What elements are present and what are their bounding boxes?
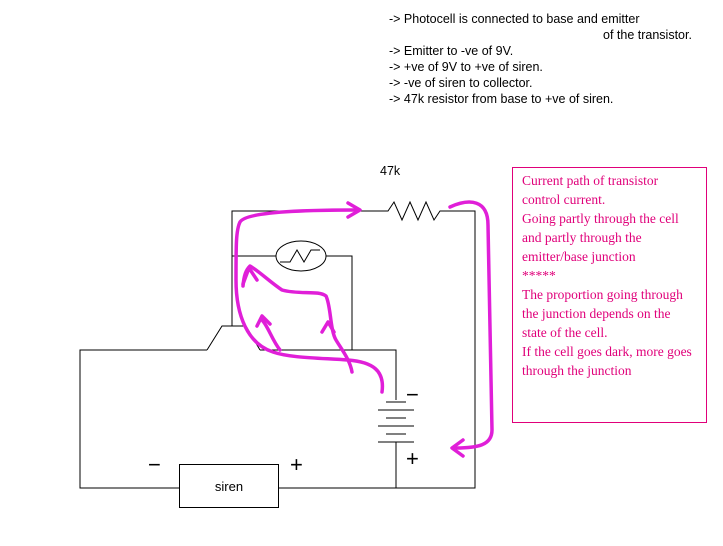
note-line: -> 47k resistor from base to +ve of sire… [389, 92, 614, 106]
battery-plus-symbol: + [406, 446, 419, 471]
current-path-arrow-top [346, 201, 362, 219]
siren-plus-symbol: + [290, 452, 303, 477]
siren-minus-symbol: − [148, 452, 161, 477]
current-path-inner [260, 318, 282, 352]
note-line: -> +ve of 9V to +ve of siren. [389, 60, 543, 74]
resistor-label: 47k [380, 164, 401, 178]
photocell [275, 240, 327, 272]
note-line: of the transistor. [603, 28, 692, 42]
wire-emitter-to-battery [260, 349, 397, 400]
info-line: Current path of transistor control curre… [522, 173, 659, 207]
current-path-arrow-head-left [241, 266, 259, 286]
info-line: The proportion going through the junctio… [522, 287, 683, 340]
wire-resistor-to-siren-plus [396, 210, 476, 489]
siren-box: siren [179, 464, 279, 508]
info-line: ***** [522, 268, 556, 283]
battery-minus-symbol: − [406, 382, 419, 407]
photocell-zigzag [280, 249, 320, 263]
info-box: Current path of transistor control curre… [512, 167, 707, 423]
note-line: -> Emitter to -ve of 9V. [389, 44, 514, 58]
instruction-notes: -> Photocell is connected to base and em… [389, 11, 719, 107]
info-line: If the cell goes dark, more goes through… [522, 344, 692, 378]
info-line: Going partly through the cell and partly… [522, 211, 679, 264]
note-line: -> -ve of siren to collector. [389, 76, 533, 90]
wire-collector-to-siren [79, 349, 207, 489]
current-path-arrow-head-inner [255, 314, 272, 328]
wire-photocell-right [326, 255, 353, 350]
current-path-arrow-head-mid [320, 320, 336, 334]
siren-label: siren [214, 478, 244, 494]
current-path-arrow-bottom [450, 438, 465, 458]
note-line: -> Photocell is connected to base and em… [389, 12, 640, 26]
current-path-main [448, 200, 494, 450]
resistor-47k [382, 200, 446, 222]
current-path-left-loop [234, 208, 385, 394]
